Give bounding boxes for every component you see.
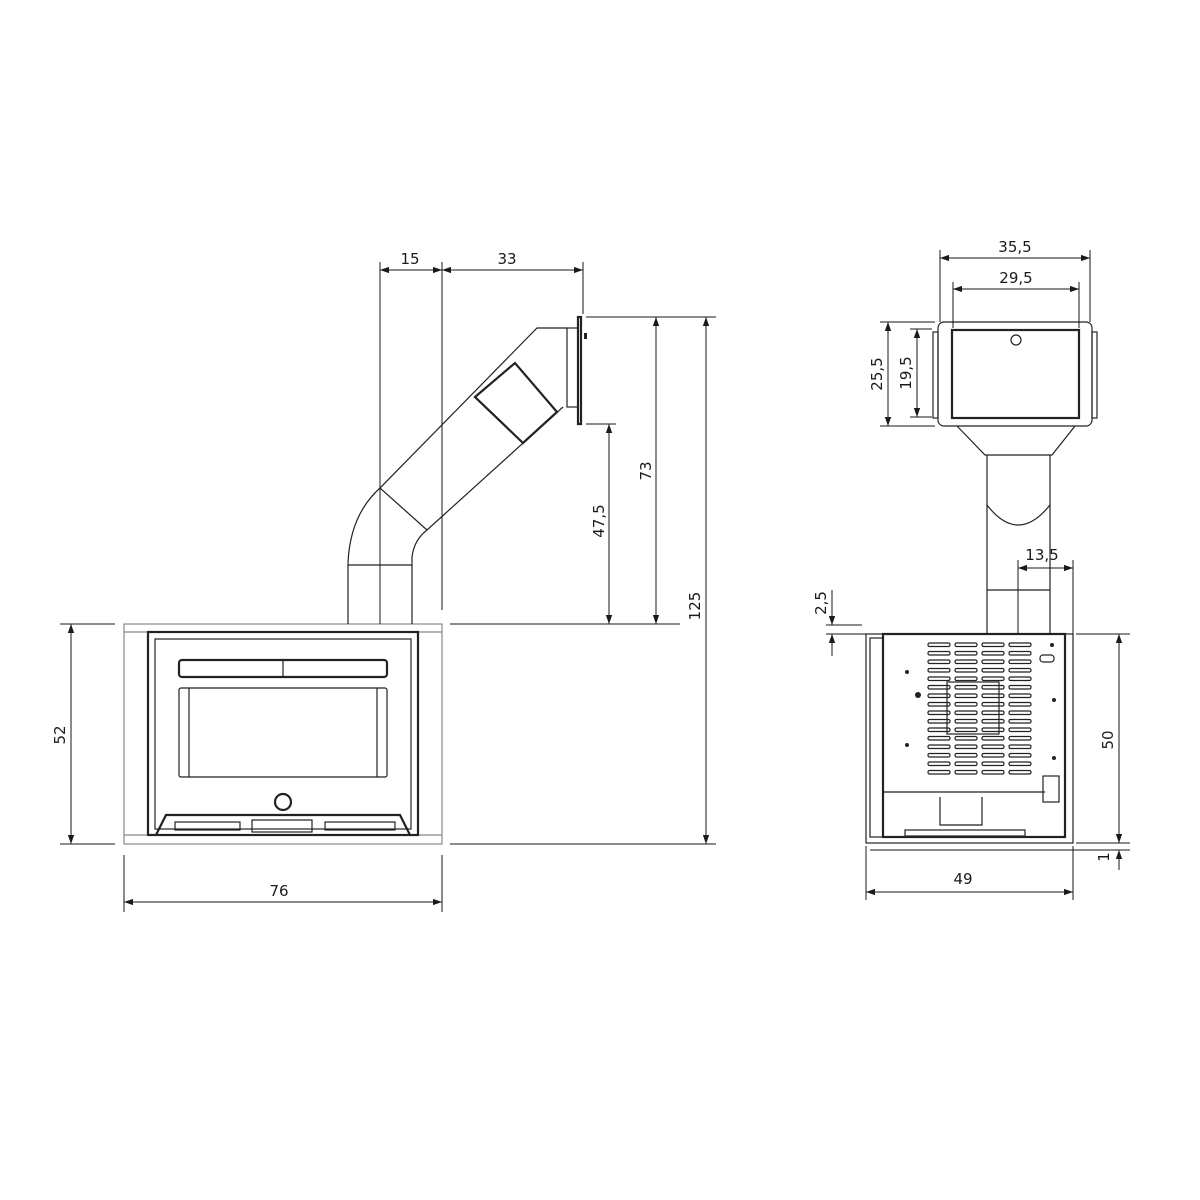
dim-label-2-5: 2,5: [812, 591, 830, 615]
vent-slot: [927, 650, 951, 656]
vent-slot: [1008, 693, 1032, 699]
vent-slot: [927, 752, 951, 758]
vent-slot: [981, 684, 1005, 690]
dim-label-29-5: 29,5: [999, 269, 1032, 287]
vent-slot: [954, 684, 978, 690]
outer-frame: [123, 623, 443, 845]
dim-label-15: 15: [400, 250, 419, 268]
flue-pipe: [347, 315, 587, 624]
vent-slot: [1008, 676, 1032, 682]
vent-slot: [927, 701, 951, 707]
vent-slot: [981, 701, 1005, 707]
vent-slot: [1008, 701, 1032, 707]
vent-slot: [927, 718, 951, 724]
dim-label-49: 49: [953, 870, 972, 888]
vent-slot: [1008, 659, 1032, 665]
vent-slot: [927, 769, 951, 775]
vent-slot: [954, 659, 978, 665]
flue-cap: [937, 321, 1093, 427]
stove-body: [146, 630, 420, 837]
vent-slot: [981, 642, 1005, 648]
vent-slot: [1008, 642, 1032, 648]
vent-slot: [927, 659, 951, 665]
vent-slot: [1008, 735, 1032, 741]
vent-slot: [954, 761, 978, 767]
vent-slot: [954, 650, 978, 656]
dim-label-76: 76: [269, 882, 288, 900]
side-body: [865, 633, 1074, 844]
vent-slot: [1008, 769, 1032, 775]
dim-label-25-5: 25,5: [868, 357, 886, 390]
front-view: 15 33 47,5 73 125 52 76: [51, 250, 716, 912]
vent-slot: [954, 693, 978, 699]
vent-slot: [927, 642, 951, 648]
vent-slot: [927, 676, 951, 682]
vent-slot: [981, 744, 1005, 750]
vent-slot: [981, 752, 1005, 758]
vent-slot: [981, 718, 1005, 724]
vent-slot: [1008, 727, 1032, 733]
vent-slot: [954, 710, 978, 716]
vent-slot: [1008, 710, 1032, 716]
vent-slot: [954, 727, 978, 733]
dim-label-19-5: 19,5: [897, 356, 915, 389]
dim-label-73: 73: [637, 461, 655, 480]
vent-slot: [954, 752, 978, 758]
vent-slot: [927, 684, 951, 690]
vent-slot: [1008, 761, 1032, 767]
funnel: [956, 425, 1076, 456]
vent-slot: [981, 659, 1005, 665]
dim-label-52: 52: [51, 725, 69, 744]
vent-slot: [954, 676, 978, 682]
vent-slot: [981, 769, 1005, 775]
vent-slot: [1008, 650, 1032, 656]
vent-slot: [981, 710, 1005, 716]
dim-label-47-5: 47,5: [590, 504, 608, 537]
vent-slot: [1008, 744, 1032, 750]
dim-label-35-5: 35,5: [998, 238, 1031, 256]
vent-slot: [954, 667, 978, 673]
control-panel: [155, 813, 411, 836]
vent-slot: [954, 744, 978, 750]
vent-slot: [954, 718, 978, 724]
vent-slot: [1008, 684, 1032, 690]
vent-slot: [1008, 718, 1032, 724]
dim-label-13-5: 13,5: [1025, 546, 1058, 564]
vent-slot: [927, 693, 951, 699]
vent-slot: [927, 710, 951, 716]
side-view: 35,5 29,5 25,5 19,5 13,5 2,5 50 1 49: [812, 238, 1130, 900]
dim-label-33: 33: [497, 250, 516, 268]
dim-label-125: 125: [686, 592, 704, 621]
vent-grid: [927, 642, 1032, 775]
vent-slot: [981, 676, 1005, 682]
vent-slot: [981, 650, 1005, 656]
vent-slot: [981, 693, 1005, 699]
vent-slot: [927, 761, 951, 767]
vent-slot: [1008, 667, 1032, 673]
dim-label-50: 50: [1099, 730, 1117, 749]
vent-slot: [927, 727, 951, 733]
vent-slot: [981, 761, 1005, 767]
dim-label-1: 1: [1095, 852, 1113, 862]
vent-slot: [981, 735, 1005, 741]
vent-slot: [981, 727, 1005, 733]
vent-slot: [954, 701, 978, 707]
handle: [939, 797, 983, 826]
vent-slot: [981, 667, 1005, 673]
vent-slot: [927, 744, 951, 750]
vent-slot: [927, 667, 951, 673]
vent-slot: [927, 735, 951, 741]
extension-lines: [60, 262, 716, 912]
side-extension-lines: [826, 250, 1130, 900]
vent-slot: [954, 642, 978, 648]
vent-slot: [954, 769, 978, 775]
vent-slot: [1008, 752, 1032, 758]
vent-slot: [954, 735, 978, 741]
door-knob: [273, 792, 293, 812]
